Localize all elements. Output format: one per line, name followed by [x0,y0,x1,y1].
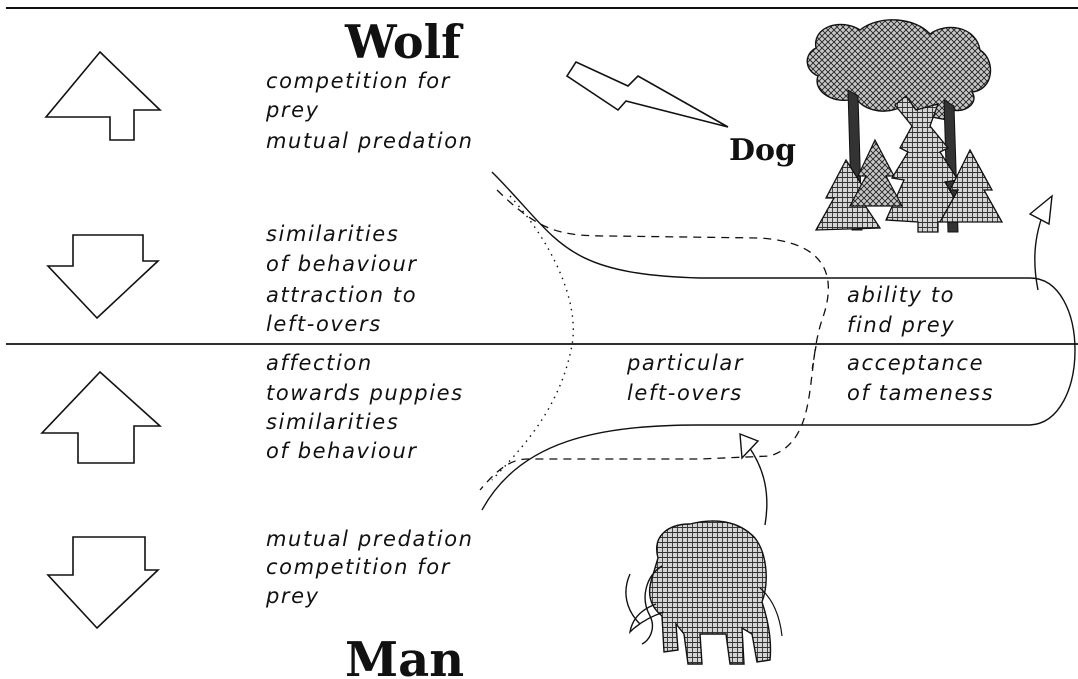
middle-line-1: particular [626,351,744,375]
man-up-line-4: of behaviour [266,439,418,463]
dog-label: Dog [729,133,796,168]
man-title: Man [345,632,464,679]
wolf-up-line-2: prey [265,98,320,122]
right-lower-line-2: of tameness [847,381,994,405]
right-upper-line-2: find prey [847,313,955,337]
mammoth-icon [625,520,783,665]
wolf-up-line-1: competition for [266,69,451,93]
middle-line-2: left-overs [627,381,743,405]
man-up-line-2: towards puppies [266,381,464,405]
similarity-dotted-path [491,195,574,481]
arrow-head-icon [739,432,760,460]
arrow-head-icon [1028,194,1053,226]
man-down-line-2: competition for [266,555,451,579]
divider-dash [811,345,817,371]
man-down-line-3: prey [265,584,320,608]
mammoth-arrow [748,446,768,526]
wolf-title: Wolf [344,15,464,69]
arrow-up-icon [40,370,163,464]
man-up-line-1: affection [266,351,373,375]
forest-icon [806,19,1004,233]
man-down-line-1: mutual predation [266,527,474,551]
arrow-up-icon [44,50,162,141]
leftovers-dashed-path [479,189,830,491]
wolf-up-line-3: mutual predation [266,129,474,153]
wolf-down-line-4: left-overs [266,312,382,336]
arrow-down-icon [46,536,161,630]
right-upper-line-1: ability to [847,283,955,307]
wolf-down-line-1: similarities [266,222,399,246]
man-up-line-3: similarities [266,410,399,434]
wolf-down-line-2: of behaviour [266,252,418,276]
wolf-path-curve [481,171,1076,511]
right-lower-line-1: acceptance [847,351,984,375]
wolf-down-line-3: attraction to [266,283,417,307]
wolf-to-dog-arrow [565,60,729,128]
arrow-down-icon [46,234,161,320]
